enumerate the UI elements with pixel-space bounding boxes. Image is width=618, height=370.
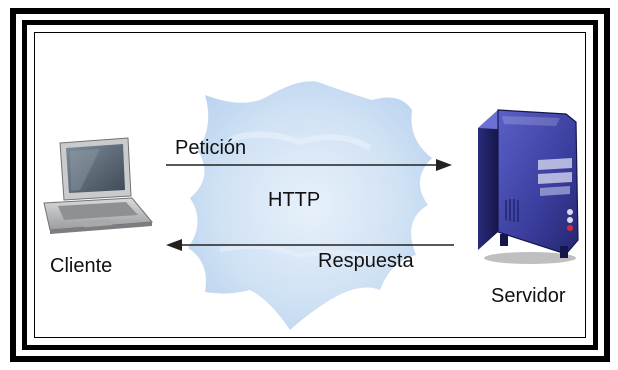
response-label: Respuesta: [318, 250, 414, 272]
server-label: Servidor: [491, 285, 566, 307]
server-tower-icon: [478, 109, 579, 264]
client-label: Cliente: [50, 255, 113, 277]
protocol-label: HTTP: [268, 189, 321, 211]
request-arrow: [166, 159, 452, 171]
inner-frame-line: [34, 32, 586, 338]
request-label: Petición: [175, 137, 247, 159]
laptop-icon: [43, 137, 154, 234]
response-arrow: [166, 239, 454, 251]
network-cloud-icon: [188, 81, 432, 330]
